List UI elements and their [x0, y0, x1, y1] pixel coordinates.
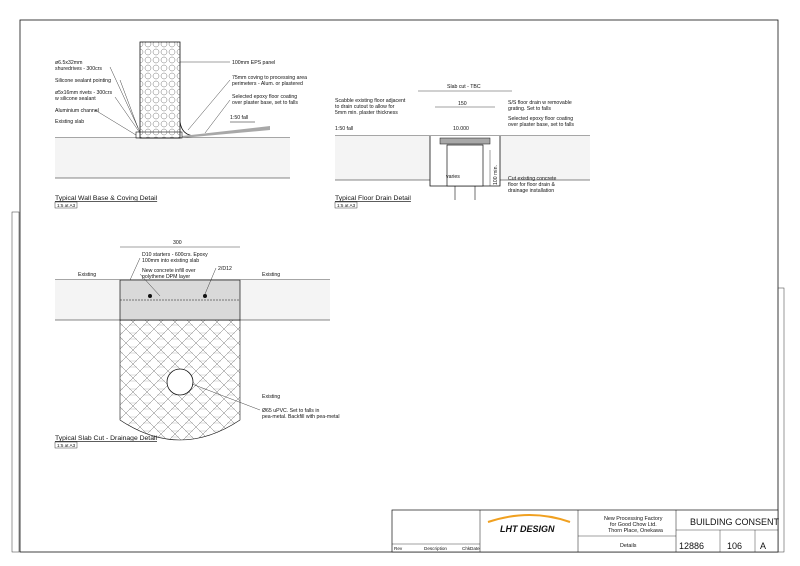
wall-leader-lines — [94, 61, 231, 136]
label-dim-150: 150 — [458, 101, 467, 107]
label-shurdrives-2: shuredrives - 300crs — [55, 66, 102, 72]
slab-cut-detail: 300 D10 starters - 600crs. Epoxy 100mm i… — [54, 240, 340, 449]
label-drain-fall: 1:50 fall — [335, 126, 353, 132]
slab-detail-title: Typical Slab Cut - Drainage Detail — [55, 435, 157, 442]
slab-leader-lines — [129, 257, 261, 411]
drain-detail-scale: 1:5 at A3 — [337, 203, 356, 208]
col-rev: Rev — [394, 546, 403, 551]
drain-detail-title: Typical Floor Drain Detail — [335, 195, 411, 202]
drain-body — [446, 144, 484, 187]
wall-detail-scale: 1:5 at A3 — [57, 203, 76, 208]
label-fall: 1:50 fall — [230, 115, 248, 121]
slab-detail-scale: 1:5 at A3 — [57, 443, 76, 448]
revision: A — [760, 541, 766, 551]
label-level: 10.000 — [453, 126, 469, 132]
wall-existing-slab — [55, 138, 290, 178]
drain-dimensions — [418, 90, 512, 186]
label-upvc: Ø65 uPVC. Set to falls in — [262, 408, 319, 414]
company-logo-text: LHT DESIGN — [500, 524, 555, 534]
col-description: Description — [424, 546, 447, 551]
right-margin-ruler — [777, 287, 785, 553]
label-epoxy-2: over plaster base, set to falls — [232, 100, 298, 106]
label-channel: Aluminium channel — [55, 108, 99, 114]
label-rivets-2: w silicone sealant — [55, 96, 96, 102]
eps-panel — [139, 41, 181, 139]
logo-arc — [487, 514, 571, 523]
left-margin-ruler — [11, 211, 20, 553]
project-address: Thorn Place, Onekawa — [608, 528, 663, 534]
label-coving-2: perimeters - Alum. or plastered — [232, 81, 303, 87]
label-scabble: Scabble existing floor adjacent — [335, 98, 406, 104]
epoxy-coating — [182, 126, 270, 138]
label-shurdrives: ø6.5x32mm — [55, 60, 82, 66]
label-infill-2: polythene DPM layer — [142, 274, 190, 280]
label-slab-cut: Slab cut - TBC — [447, 84, 481, 90]
label-rivets: ø5x16mm rivets - 300crs — [55, 90, 112, 96]
label-infill: New concrete infill over — [142, 268, 196, 274]
floor-drain-detail: Slab cut - TBC 150 Scabble existing floo… — [334, 84, 590, 209]
label-existing-right: Existing — [262, 272, 280, 278]
label-cut-2: floor for floor drain & — [508, 182, 556, 188]
label-starters-2: 100mm into existing slab — [142, 258, 199, 264]
label-existing-low: Existing — [262, 394, 280, 400]
job-number: 12886 — [679, 541, 704, 551]
upvc-pipe — [166, 368, 194, 396]
label-upvc-2: pea-metal. Backfill with pea-metal — [262, 414, 340, 420]
label-coving: 75mm coving to processing area — [232, 75, 307, 81]
label-2d12: 2/D12 — [218, 266, 232, 272]
label-drain-epoxy-2: over plaster base, set to falls — [508, 122, 574, 128]
label-scabble-3: 5mm min. plaster thickness — [335, 110, 398, 116]
project-name: New Processing Factory — [604, 516, 663, 522]
col-chk: Chk — [462, 546, 471, 551]
label-dim-300: 300 — [173, 240, 182, 246]
wall-detail-title: Typical Wall Base & Coving Detail — [55, 195, 158, 202]
label-100-min: 100 min. — [493, 165, 499, 185]
label-grating: S/S floor drain w removable — [508, 100, 572, 106]
title-block: Rev Description Chk Date LHT DESIGN New … — [391, 509, 780, 553]
label-drain-epoxy: Selected epoxy floor coating — [508, 116, 573, 122]
sheet-title: Details — [620, 543, 637, 549]
label-scabble-2: to drain cutout to allow for — [335, 104, 395, 110]
label-existing-left: Existing — [78, 272, 96, 278]
label-grating-2: grating. Set to falls — [508, 106, 551, 112]
project-client: for Good Chow Ltd. — [610, 522, 657, 528]
drain-grating — [439, 137, 491, 145]
label-eps-panel: 100mm EPS panel — [232, 60, 275, 66]
sheet-number: 106 — [727, 541, 742, 551]
label-silicone: Silicone sealant pointing — [55, 78, 111, 84]
status-stamp: BUILDING CONSENT — [690, 517, 780, 527]
label-existing-slab: Existing slab — [55, 119, 84, 125]
label-starters: D10 starters - 600crs. Epoxy — [142, 252, 208, 258]
label-cut: Cut existing concrete — [508, 176, 557, 182]
wall-base-detail: ø6.5x32mm shuredrives - 300crs Silicone … — [54, 41, 307, 209]
label-cut-3: drainage installation — [508, 188, 554, 194]
col-date: Date — [470, 546, 480, 551]
label-epoxy: Selected epoxy floor coating — [232, 94, 297, 100]
label-varies: varies — [446, 174, 460, 180]
